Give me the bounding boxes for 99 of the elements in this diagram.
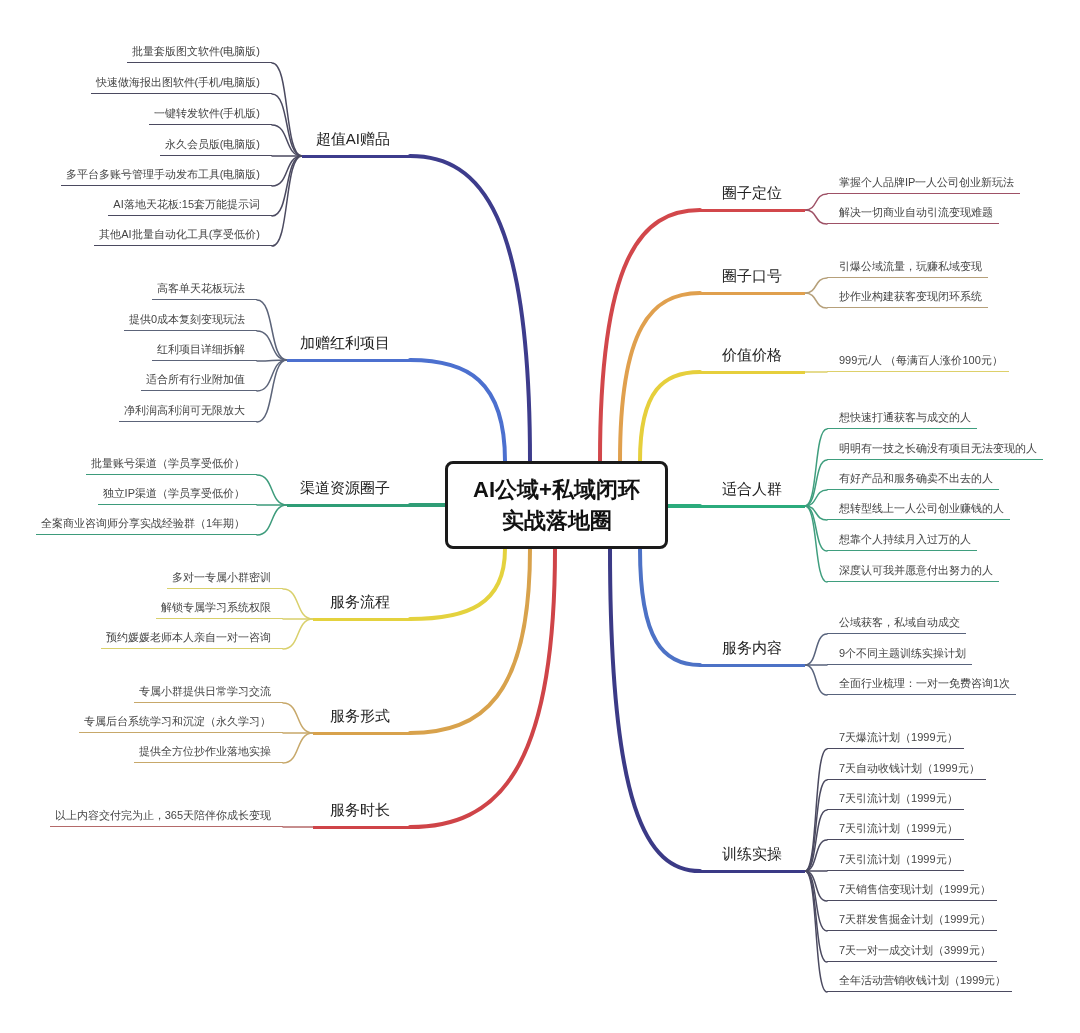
subtopic: 专属小群提供日常学习交流 bbox=[134, 684, 283, 704]
subtopic: 引爆公域流量，玩赚私域变现 bbox=[827, 259, 988, 279]
subtopic: 公域获客，私域自动成交 bbox=[827, 615, 966, 635]
subtopic: 全面行业梳理：一对一免费咨询1次 bbox=[827, 676, 1017, 696]
subtopic: 净利润高利润可无限放大 bbox=[119, 403, 257, 423]
branch-connector bbox=[408, 547, 507, 621]
subtopic: 提供全方位抄作业落地实操 bbox=[134, 744, 283, 764]
subtopic: 适合所有行业附加值 bbox=[141, 372, 257, 392]
subtopic: 批量套版图文软件(电脑版) bbox=[126, 44, 272, 64]
connector-line bbox=[804, 748, 828, 872]
subtopic: 7天一对一成交计划（3999元） bbox=[827, 943, 997, 963]
connector-line bbox=[804, 459, 828, 507]
connector-line bbox=[804, 809, 828, 872]
subtopic: 永久会员版(电脑版) bbox=[159, 137, 272, 157]
connector-line bbox=[804, 779, 828, 872]
branch-connector bbox=[408, 547, 557, 829]
connector-line bbox=[256, 359, 288, 362]
subtopic: 9个不同主题训练实操计划 bbox=[827, 646, 973, 666]
connector-line bbox=[804, 193, 828, 211]
branch-connector bbox=[408, 358, 507, 463]
connector-line bbox=[804, 505, 828, 552]
subtopic: 7天引流计划（1999元） bbox=[827, 852, 964, 872]
connector-line bbox=[804, 292, 828, 309]
branch-topic: 超值AI赠品 bbox=[302, 128, 410, 158]
branch-connector bbox=[408, 154, 532, 463]
connector-line bbox=[804, 664, 828, 696]
subtopic: 7天爆流计划（1999元） bbox=[827, 730, 964, 750]
connector-line bbox=[804, 870, 828, 963]
subtopic: 专属后台系统学习和沉淀（永久学习） bbox=[79, 714, 283, 734]
branch-topic: 适合人群 bbox=[700, 478, 805, 508]
branch-connector bbox=[618, 291, 702, 463]
branch-topic: 加赠红利项目 bbox=[287, 332, 410, 362]
subtopic: 全年活动营销收钱计划（1999元） bbox=[827, 973, 1013, 993]
subtopic: 想靠个人持续月入过万的人 bbox=[827, 532, 977, 552]
branch-topic: 圈子口号 bbox=[700, 265, 805, 295]
connector-line bbox=[282, 618, 314, 650]
connector-line bbox=[804, 870, 828, 902]
connector-line bbox=[804, 277, 828, 294]
subtopic: 红利项目详细拆解 bbox=[152, 342, 257, 362]
connector-line bbox=[282, 826, 314, 828]
branch-topic: 训练实操 bbox=[700, 843, 805, 873]
connector-line bbox=[804, 870, 828, 872]
connector-line bbox=[271, 155, 303, 187]
subtopic: 7天群发售掘金计划（1999元） bbox=[827, 912, 997, 932]
branch-topic: 价值价格 bbox=[700, 344, 805, 374]
branch-topic: 服务时长 bbox=[313, 799, 410, 829]
subtopic: 明明有一技之长确没有项目无法变现的人 bbox=[827, 441, 1043, 461]
subtopic: 一键转发软件(手机版) bbox=[148, 106, 272, 126]
subtopic: 全案商业咨询师分享实战经验群（1年期） bbox=[35, 516, 257, 536]
subtopic: 999元/人 （每满百人涨价100元） bbox=[827, 353, 1009, 373]
subtopic: 7天引流计划（1999元） bbox=[827, 791, 964, 811]
subtopic: 多对一专属小群密训 bbox=[167, 570, 283, 590]
connector-line bbox=[804, 489, 828, 507]
branch-connector bbox=[608, 547, 702, 873]
branch-connector bbox=[638, 547, 702, 667]
connector-line bbox=[282, 732, 314, 764]
subtopic: 提供0成本复刻变现玩法 bbox=[123, 312, 257, 332]
subtopic: 解决一切商业自动引流变现难题 bbox=[827, 205, 999, 225]
branch-connector bbox=[638, 370, 702, 463]
connector-line bbox=[804, 505, 828, 583]
subtopic: 7天销售信变现计划（1999元） bbox=[827, 882, 997, 902]
subtopic: 7天自动收钱计划（1999元） bbox=[827, 761, 986, 781]
branch-connector bbox=[408, 547, 532, 735]
connector-line bbox=[804, 209, 828, 225]
subtopic: 有好产品和服务确卖不出去的人 bbox=[827, 471, 999, 491]
subtopic: 掌握个人品牌IP一人公司创业新玩法 bbox=[827, 175, 1021, 195]
branch-topic: 服务流程 bbox=[313, 591, 410, 621]
subtopic: 解锁专属学习系统权限 bbox=[156, 600, 283, 620]
subtopic: 深度认可我并愿意付出努力的人 bbox=[827, 563, 999, 583]
branch-connector bbox=[408, 503, 447, 507]
connector-line bbox=[804, 870, 828, 993]
subtopic: 快速做海报出图软件(手机/电脑版) bbox=[90, 75, 272, 95]
connector-line bbox=[256, 504, 288, 536]
subtopic: 7天引流计划（1999元） bbox=[827, 821, 964, 841]
central-topic-box bbox=[445, 461, 668, 549]
connector-line bbox=[271, 62, 303, 157]
connector-line bbox=[256, 359, 288, 423]
branch-connector bbox=[666, 504, 702, 508]
branch-topic: 服务形式 bbox=[313, 705, 410, 735]
central-topic-title: AI公域+私域闭环实战落地圈 bbox=[472, 476, 641, 535]
branch-connector bbox=[598, 208, 702, 463]
connector-line bbox=[804, 664, 828, 666]
subtopic: 高客单天花板玩法 bbox=[152, 281, 257, 301]
subtopic: 抄作业构建获客变现闭环系统 bbox=[827, 289, 988, 309]
connector-line bbox=[804, 371, 828, 373]
branch-topic: 服务内容 bbox=[700, 637, 805, 667]
subtopic: 独立IP渠道（学员享受低价） bbox=[97, 486, 257, 506]
subtopic: 想转型线上一人公司创业赚钱的人 bbox=[827, 501, 1010, 521]
subtopic: 想快速打通获客与成交的人 bbox=[827, 410, 977, 430]
connector-line bbox=[256, 359, 288, 392]
connector-line bbox=[271, 155, 303, 247]
subtopic: AI落地天花板:15套万能提示词 bbox=[108, 197, 272, 217]
branch-topic: 圈子定位 bbox=[700, 182, 805, 212]
subtopic: 以上内容交付完为止，365天陪伴你成长变现 bbox=[49, 808, 283, 828]
subtopic: 多平台多账号管理手动发布工具(电脑版) bbox=[60, 167, 272, 187]
subtopic: 其他AI批量自动化工具(享受低价) bbox=[94, 227, 272, 247]
subtopic: 批量账号渠道（学员享受低价） bbox=[86, 456, 257, 476]
subtopic: 预约媛媛老师本人亲自一对一咨询 bbox=[101, 630, 283, 650]
branch-topic: 渠道资源圈子 bbox=[287, 477, 410, 507]
